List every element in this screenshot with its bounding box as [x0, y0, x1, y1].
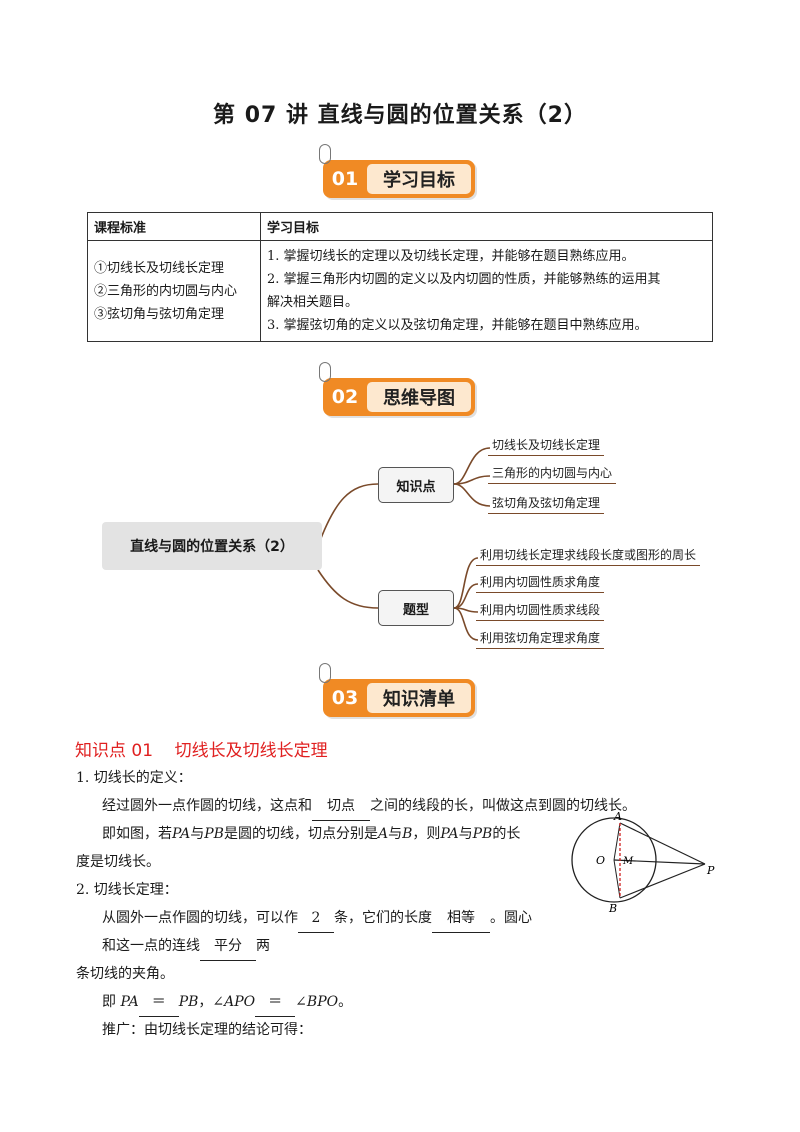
mindmap-leaf: 利用弦切角定理求角度	[476, 629, 605, 649]
standard-item: ③弦切角与弦切角定理	[94, 306, 225, 322]
text-span: 条，它们的长度	[334, 910, 432, 926]
table-header: 课程标准	[87, 212, 261, 241]
var-span: PA	[120, 994, 139, 1010]
mindmap-knowledge-node: 知识点	[378, 467, 454, 503]
label-o: O	[596, 854, 605, 867]
definition-heading: 1. 切线长的定义：	[76, 770, 192, 786]
section-banner-03: 03 知识清单	[319, 663, 475, 717]
standard-item: ②三角形的内切圆与内心	[94, 283, 238, 299]
text-span: 即如图，若	[102, 826, 172, 842]
text-span: ，∠	[198, 994, 225, 1010]
text-span: 。圆心	[490, 910, 532, 926]
answer-blank: 切点	[312, 792, 370, 821]
var-span: PB	[204, 826, 224, 842]
example-text-cont: 度是切线长。	[76, 854, 160, 870]
standards-cell: ①切线长及切线长定理 ②三角形的内切圆与内心 ③弦切角与弦切角定理	[87, 240, 261, 342]
text-span: 和这一点的连线	[102, 938, 200, 954]
var-span: APO	[224, 994, 256, 1010]
var-span: PB	[472, 826, 493, 842]
answer-blank: 相等	[432, 904, 490, 933]
var-span: B	[402, 826, 413, 842]
section-label: 知识清单	[367, 683, 471, 713]
text-span: ∠	[295, 994, 307, 1010]
var-span: PB	[178, 994, 199, 1010]
section-banner-01: 01 学习目标	[319, 144, 475, 198]
section-banner-02: 02 思维导图	[319, 362, 475, 416]
label-p: P	[706, 864, 715, 877]
section-label: 思维导图	[367, 382, 471, 412]
goals-cell: 1. 掌握切线长的定理以及切线长定理，并能够在题目熟练应用。 2. 掌握三角形内…	[260, 240, 713, 342]
goal-item: 解决相关题目。	[267, 295, 359, 310]
equation-text: 即 PA＝PB，∠APO＝∠BPO。	[102, 988, 352, 1017]
text-span: 与	[190, 826, 205, 842]
extension-text: 推广：由切线长定理的结论可得：	[102, 1022, 312, 1038]
label-m: M	[622, 856, 634, 867]
standard-item: ①切线长及切线长定理	[94, 260, 225, 276]
tangent-line-pa	[619, 822, 706, 865]
label-a: A	[613, 810, 622, 823]
theorem-heading: 2. 切线长定理：	[76, 882, 178, 898]
page-title: 第 07 讲 直线与圆的位置关系（2）	[213, 103, 587, 128]
answer-blank: 2	[298, 904, 334, 933]
mindmap-connectors	[317, 447, 491, 641]
table-row: ①切线长及切线长定理 ②三角形的内切圆与内心 ③弦切角与弦切角定理 1. 掌握切…	[87, 240, 713, 342]
example-text: 即如图，若PA与PB是圆的切线，切点分别是A与B，则PA与PB的长	[102, 820, 520, 848]
section-number: 03	[331, 687, 359, 709]
var-span: PA	[172, 826, 191, 842]
text-span: 即	[102, 994, 116, 1010]
table-header: 学习目标	[260, 212, 713, 241]
goal-item: 2. 掌握三角形内切圆的定义以及内切圆的性质，并能够熟练的运用其	[267, 272, 661, 287]
text-span: 。	[338, 994, 353, 1010]
text-span: 与	[388, 826, 403, 842]
radius-ob	[613, 859, 621, 899]
mindmap-leaf: 切线长及切线长定理	[488, 436, 605, 456]
circle-shape	[571, 817, 657, 903]
answer-blank: ＝	[138, 988, 179, 1017]
goal-item: 3. 掌握弦切角的定义以及弦切角定理，并能够在题目中熟练应用。	[267, 318, 648, 333]
label-b: B	[608, 902, 617, 915]
clip-icon	[319, 144, 331, 164]
goals-table: 课程标准 学习目标 ①切线长及切线长定理 ②三角形的内切圆与内心 ③弦切角与弦切…	[87, 212, 713, 342]
mindmap-root: 直线与圆的位置关系（2）	[102, 522, 322, 570]
answer-blank: 平分	[200, 932, 256, 961]
text-span: 之间的线段的长，叫做这点到圆的切线长。	[370, 798, 636, 814]
mindmap-leaf: 弦切角及弦切角定理	[488, 494, 605, 514]
tangent-line-pb	[619, 863, 706, 899]
answer-blank: ＝	[255, 988, 296, 1017]
var-span: PA	[440, 826, 459, 842]
mindmap-problems-node: 题型	[378, 590, 454, 626]
mindmap-leaf: 利用内切圆性质求线段	[476, 601, 605, 621]
mindmap-leaf: 利用内切圆性质求角度	[476, 573, 605, 593]
radius-oa	[613, 822, 621, 861]
text-span: 与	[458, 826, 473, 842]
line-op	[613, 859, 706, 865]
knowledge-point-title: 知识点 01 切线长及切线长定理	[75, 741, 328, 761]
text-span: 两	[256, 938, 270, 954]
mindmap-leaf: 三角形的内切圆与内心	[488, 464, 617, 484]
table-header-row: 课程标准 学习目标	[87, 212, 713, 241]
clip-icon	[319, 362, 331, 382]
text-span: 从圆外一点作圆的切线，可以作	[102, 910, 298, 926]
clip-icon	[319, 663, 331, 683]
section-number: 01	[331, 168, 359, 190]
section-label: 学习目标	[367, 164, 471, 194]
var-span: A	[377, 826, 389, 842]
definition-text: 经过圆外一点作圆的切线，这点和切点之间的线段的长，叫做这点到圆的切线长。	[102, 792, 636, 821]
var-span: BPO	[306, 994, 339, 1010]
goal-item: 1. 掌握切线长的定理以及切线长定理，并能够在题目熟练应用。	[267, 249, 635, 264]
tangent-figure: A B O M P	[571, 810, 715, 915]
theorem-text-3: 条切线的夹角。	[76, 966, 174, 982]
text-span: 的长	[492, 826, 521, 842]
text-span: 经过圆外一点作圆的切线，这点和	[102, 798, 312, 814]
text-span: ，则	[412, 826, 441, 842]
mindmap-leaf: 利用切线长定理求线段长度或图形的周长	[476, 546, 701, 566]
section-number: 02	[331, 386, 359, 408]
text-span: 是圆的切线，切点分别是	[223, 826, 378, 842]
theorem-text-2: 和这一点的连线平分两	[102, 932, 270, 961]
